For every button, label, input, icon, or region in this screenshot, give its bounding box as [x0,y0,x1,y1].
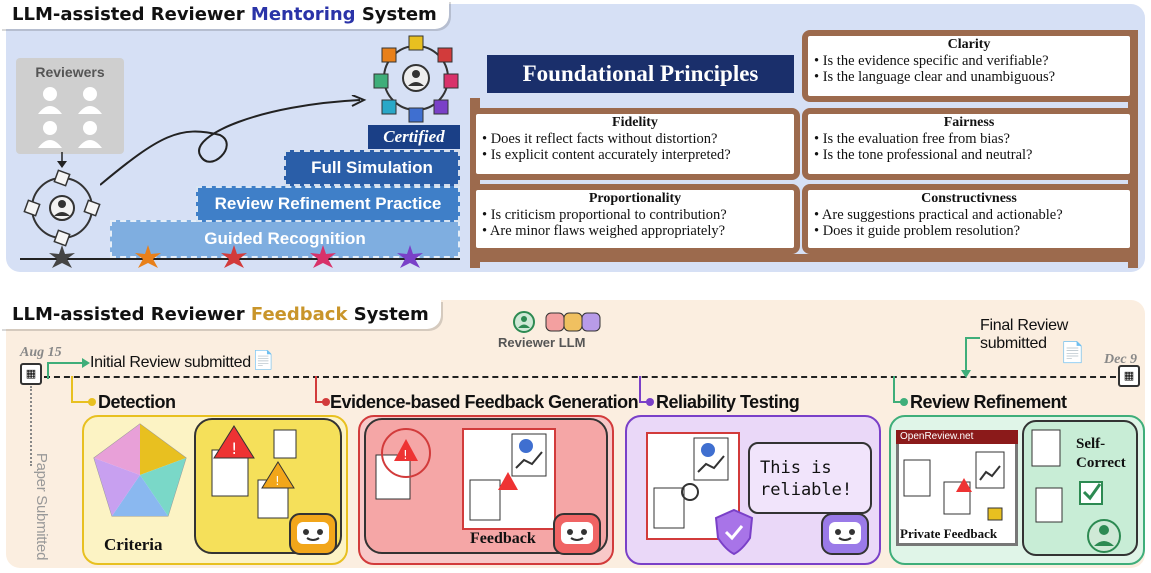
llm-robot-icon-generation [553,513,601,555]
principle-clarity: Clarity Is the evidence specific and ver… [802,30,1136,102]
reviewers-label: Reviewers [35,64,105,80]
stair-review-refinement-practice: Review Refinement Practice [196,186,460,222]
cube-ring-icon [373,35,459,123]
principle-fairness: Fairness Is the evaluation free from bia… [802,108,1136,180]
timeline [44,376,1116,378]
shelf-post-left [470,98,480,268]
openreview-content-icons [903,451,1005,521]
star-badge-icons [49,245,423,268]
self-correct-line1: Self- [1076,436,1106,452]
certified-label: Certified [368,125,460,149]
reliable-speech-bubble [748,442,872,514]
feedback-label: Feedback [470,530,536,547]
private-feedback-label: Private Feedback [900,526,998,541]
calendar-end-icon: ▦ [1118,365,1140,387]
reliable-text-line2: reliable! [760,480,853,500]
stage-generation-title: Evidence-based Feedback Generation [330,392,639,412]
shield-check-icon [714,508,754,556]
date-end: Dec 9 [1104,352,1138,367]
openreview-header: OpenReview.net [896,430,1018,444]
paper-submitted-label: Paper Submitted [33,452,51,561]
paper-submitted-line [30,386,32,466]
calendar-start-icon: ▦ [20,363,42,385]
feedback-title: LLM-assisted Reviewer Feedback System [0,300,441,329]
ground-line [20,258,460,260]
shelf-bottom-board [470,254,1138,262]
reliable-text-line1: This is [760,458,832,478]
stair-full-simulation: Full Simulation [284,150,460,186]
final-review-document-icon: 📄 [1060,340,1085,364]
progress-arrow-curve [100,95,367,186]
mentoring-title: LLM-assisted Reviewer Mentoring System [0,0,449,29]
principle-constructiveness: Constructivness Are suggestions practica… [802,184,1136,254]
foundational-principles-banner: Foundational Principles [487,55,794,93]
svg-text:!: ! [275,474,280,488]
stage-reliability-title: Reliability Testing [656,392,800,412]
legend-labels: Reviewer LLM [498,335,586,350]
stage-detection-title: Detection [98,392,176,412]
initial-review-label: Initial Review submitted [90,354,251,371]
review-document-icon: 📄 [252,350,275,371]
reviewer-llm-cycle-icon [23,152,101,247]
initial-review-arrow [47,358,90,379]
feedback-document-icons [469,433,547,521]
final-review-arrow [961,337,980,378]
reliability-document-icons [653,437,729,529]
llm-robot-icon-reliability [821,513,869,555]
stage-refinement-title: Review Refinement [910,392,1067,412]
final-review-label-line1: Final Review [980,317,1068,334]
flagged-review-icon: ! [375,428,431,500]
principle-fidelity: Fidelity Does it reflect facts without d… [470,108,800,180]
principle-proportionality: Proportionality Is criticism proportiona… [470,184,800,254]
warning-documents-icon: ! ! [211,425,297,519]
svg-text:!: ! [231,439,237,458]
reviewers-group [16,58,124,154]
date-start: Aug 15 [20,345,62,360]
self-correct-line2: Correct [1076,455,1126,471]
stage-connectors [71,376,908,406]
svg-text:!: ! [403,448,408,462]
reviewer-llm-legend-icons [513,311,601,333]
reviewer-person-icons [38,87,102,148]
final-review-label-line2: submitted [980,335,1047,352]
stair-guided-recognition: Guided Recognition [110,220,460,258]
criteria-label: Criteria [104,535,163,554]
llm-robot-icon-detection [289,513,337,555]
criteria-pentagon-icon [93,423,187,517]
self-correct-icons [1031,429,1121,553]
paper-submitted-wrapper: Paper Submitted [10,453,70,560]
